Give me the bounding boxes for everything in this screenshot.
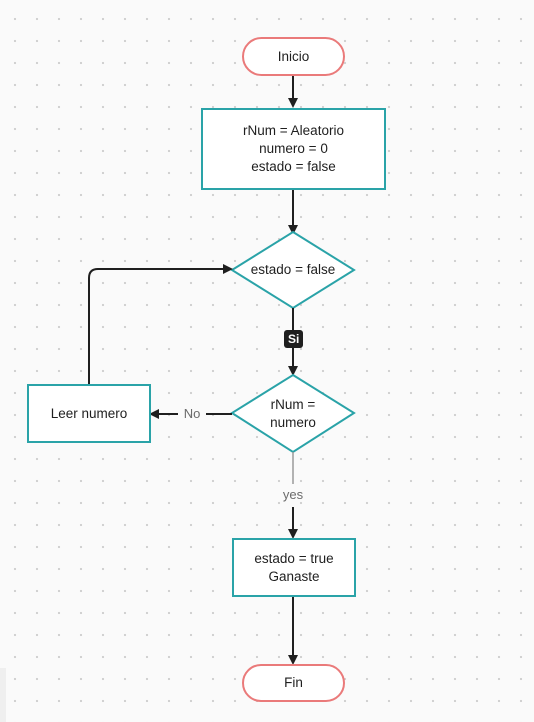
init-line-rnum: rNum = Aleatorio [243,123,344,138]
edge-label-si: Si [284,330,304,348]
compare-line-2: numero [270,415,316,430]
compare-node: rNum = numero [232,395,354,433]
init-node[interactable]: rNum = Aleatorio numero = 0 estado = fal… [201,108,386,190]
read-number-label: Leer numero [50,405,128,421]
compare-line-1: rNum = [270,397,316,412]
edge-label-si-text: Si [288,332,300,346]
start-node-label: Inicio [277,48,310,64]
edge-label-yes: yes [276,487,310,502]
start-node[interactable]: Inicio [242,37,345,76]
edge-label-no: No [180,406,204,421]
win-line-ganaste: Ganaste [268,568,320,584]
condition-node-label: estado = false [250,262,336,277]
condition-node: estado = false [232,258,354,282]
canvas-corner-edge [0,668,6,722]
init-line-numero: numero = 0 [259,141,328,156]
win-node[interactable]: estado = true Ganaste [232,538,356,597]
read-number-node[interactable]: Leer numero [27,384,151,443]
edge-label-no-text: No [183,406,201,421]
init-line-estado: estado = false [251,159,336,174]
connector-read-to-condition [88,264,233,384]
edge-label-yes-text: yes [282,487,304,502]
win-line-estado: estado = true [254,550,334,566]
end-node[interactable]: Fin [242,664,345,702]
end-node-label: Fin [284,675,303,690]
